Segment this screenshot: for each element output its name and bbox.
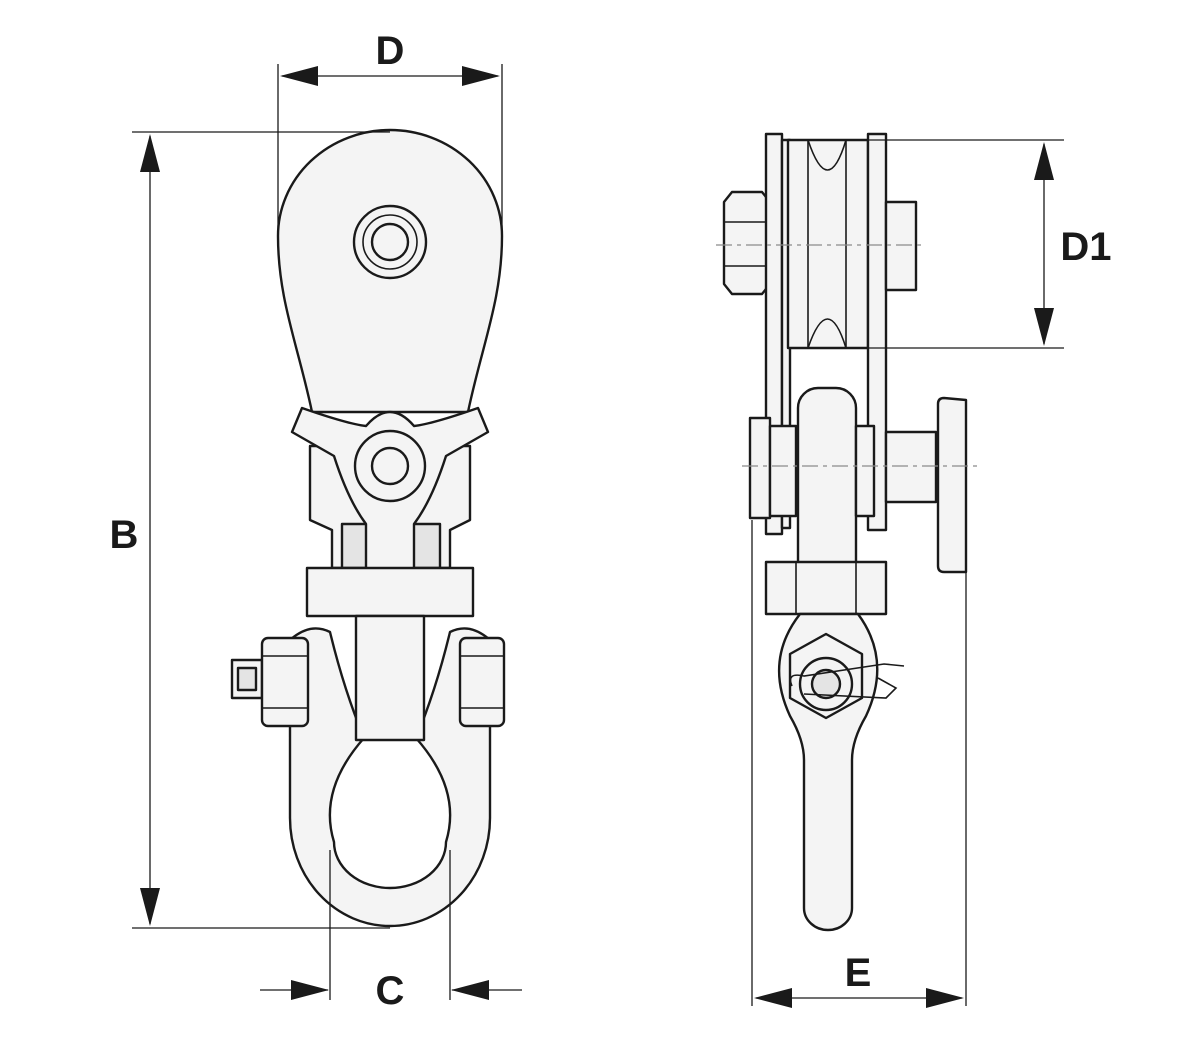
swivel-side-plate-left	[748, 416, 772, 520]
front-view	[230, 128, 506, 928]
axle-nut	[722, 190, 772, 296]
cotter-pin	[789, 663, 905, 699]
dimension-d: D	[277, 29, 503, 236]
axle-bolt-inner	[370, 222, 410, 262]
swivel-pin-inner	[370, 446, 410, 486]
swivel-pin-head	[936, 396, 968, 574]
shackle-shank	[354, 614, 426, 742]
dimension-d1: D1	[846, 139, 1112, 349]
shackle-pin-end	[810, 668, 842, 700]
swivel-collar	[764, 560, 888, 616]
dim-label-b: B	[110, 513, 139, 557]
dim-label-c: C	[376, 969, 405, 1013]
shackle-bow	[288, 627, 492, 928]
dim-label-d: D	[376, 29, 405, 73]
shackle-nut-left	[260, 636, 310, 728]
sheave	[786, 138, 870, 350]
dim-label-d1: D1	[1060, 225, 1111, 269]
axle-bolt-ring	[362, 214, 418, 270]
swivel-side-plate-right	[854, 424, 876, 518]
shackle-nut-right	[458, 636, 506, 728]
axle-boss	[884, 200, 918, 292]
dimension-c: C	[260, 850, 522, 1013]
swivel-side-plate-inner	[768, 424, 798, 518]
shackle-bolt-tip	[236, 666, 258, 692]
dim-label-e: E	[845, 951, 872, 995]
dimension-e: E	[751, 520, 967, 1008]
swivel-base	[305, 566, 475, 618]
swivel-body	[796, 386, 858, 586]
side-view	[716, 132, 978, 932]
dimension-b: B	[110, 131, 390, 929]
swivel-pin-shaft	[884, 430, 938, 504]
